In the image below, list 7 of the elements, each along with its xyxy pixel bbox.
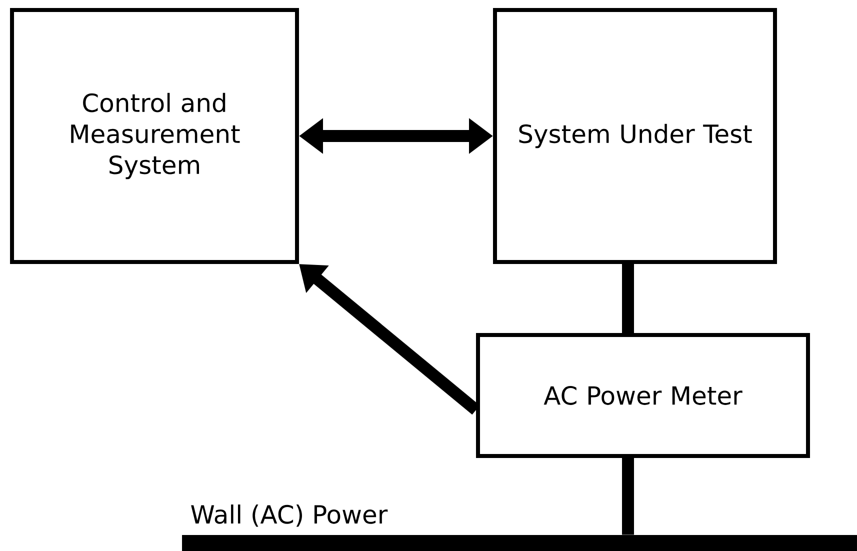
process-box: System Under Test [493, 8, 777, 264]
connector-line [622, 458, 634, 535]
process-box: Control and Measurement System [10, 8, 299, 264]
power-bus-bar: Wall (AC) Power [182, 504, 857, 551]
process-box: AC Power Meter [476, 333, 810, 458]
connector-line [622, 264, 634, 333]
node-label: Wall (AC) Power [191, 504, 388, 527]
